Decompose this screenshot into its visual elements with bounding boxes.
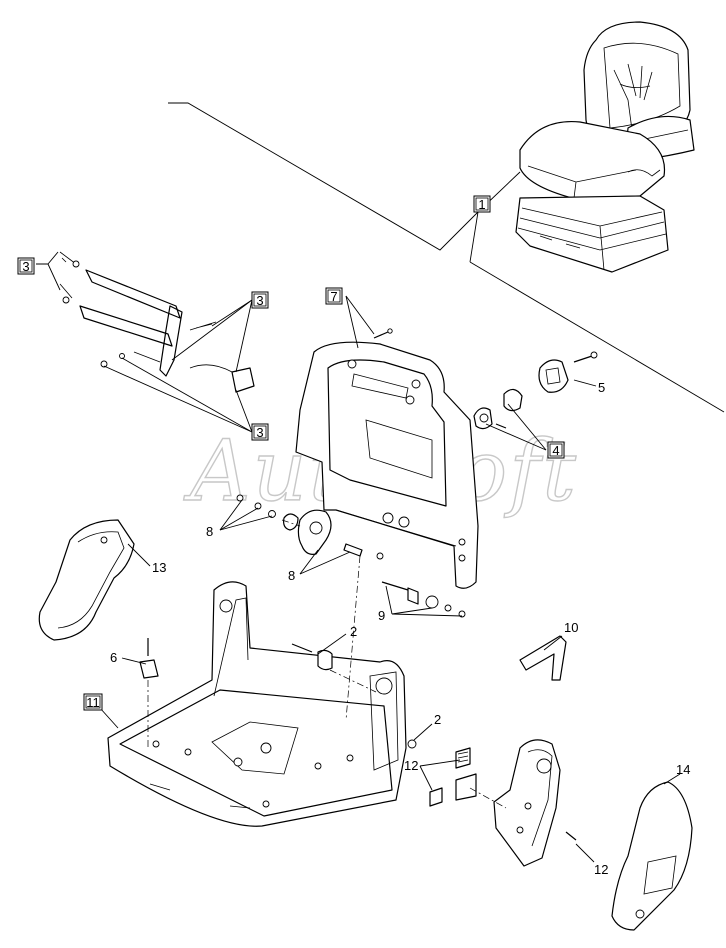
bolts-9 [381, 581, 466, 618]
label-8-upper: 8 [206, 524, 213, 539]
svg-text:1: 1 [478, 197, 485, 212]
label-14: 14 [676, 762, 690, 777]
callout-4: 4 [547, 441, 565, 459]
leader-lines [36, 251, 681, 863]
callout-3-top-right: 3 [251, 291, 269, 309]
label-9: 9 [378, 608, 385, 623]
seat-assembly [515, 21, 695, 273]
svg-text:3: 3 [256, 293, 263, 308]
handle-10 [519, 635, 567, 681]
label-13: 13 [152, 560, 166, 575]
svg-text:4: 4 [552, 443, 559, 458]
callout-7: 7 [325, 287, 343, 305]
side-cover-right [611, 781, 693, 931]
label-2-lower: 2 [434, 712, 441, 727]
label-2-upper: 2 [350, 624, 357, 639]
backrest-frame [295, 341, 479, 589]
svg-text:11: 11 [86, 695, 100, 710]
label-12-left: 12 [404, 758, 418, 773]
label-5: 5 [598, 380, 605, 395]
svg-text:7: 7 [330, 289, 337, 304]
spring-brackets-12 [429, 747, 577, 841]
fastener-6 [139, 638, 159, 679]
svg-text:3: 3 [256, 425, 263, 440]
callout-1: 1 [473, 195, 491, 213]
cable-brackets-group [59, 251, 255, 393]
callout-11: 11 [83, 693, 103, 711]
pivot-hardware [236, 494, 384, 560]
label-10: 10 [564, 620, 578, 635]
side-plate-right [493, 739, 561, 867]
label-8-lower: 8 [288, 568, 295, 583]
callout-3-top-left: 3 [17, 257, 35, 275]
seat-base-frame [107, 581, 407, 827]
assembly-axis-lines [147, 519, 507, 809]
side-cover-left [38, 519, 135, 641]
svg-text:3: 3 [22, 259, 29, 274]
recliner-hardware [473, 351, 598, 430]
screw-7 [373, 328, 393, 339]
label-6: 6 [110, 650, 117, 665]
label-12-right: 12 [594, 862, 608, 877]
callout-3-bottom: 3 [251, 423, 269, 441]
